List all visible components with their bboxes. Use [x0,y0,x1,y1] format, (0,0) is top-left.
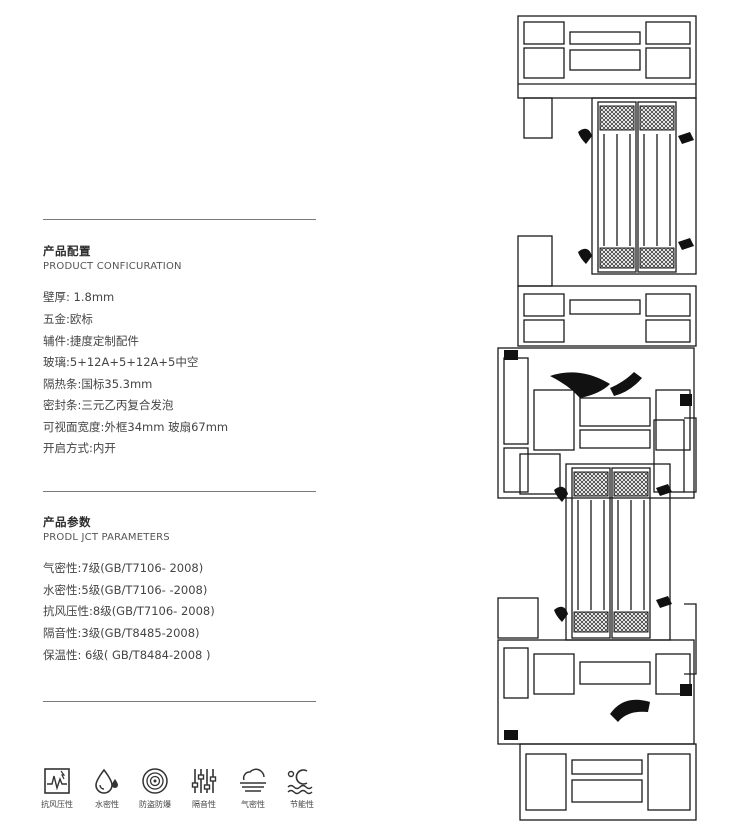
feature-label: 防盗防爆 [139,800,171,809]
feature-energy-saving: 节能性 [278,767,326,810]
config-title: 产品配置 [43,244,91,258]
feature-label: 水密性 [95,800,119,809]
param-thermal-insulation: 保温性: 6级( GB/T8484-2008 ) [43,648,211,662]
params-subtitle: PRODL JCT PARAMETERS [43,532,170,543]
feature-air-tightness: 气密性 [229,767,277,810]
sound-insulation-icon [191,769,217,793]
feature-label: 节能性 [290,800,314,809]
spec-seal-strip: 密封条:三元乙丙复合发泡 [43,398,174,412]
divider-middle [43,491,316,492]
feature-anti-theft: 防盗防爆 [131,767,179,810]
wind-pressure-icon [44,768,70,794]
spec-thermal-strip: 隔热条:国标35.3mm [43,377,153,391]
param-water-tightness: 水密性:5级(GB/T7106- -2008) [43,583,208,597]
spec-visible-width: 可视面宽度:外框34mm 玻扇67mm [43,420,229,434]
spec-opening-mode: 开启方式:内开 [43,441,116,455]
energy-saving-icon [287,769,313,795]
feature-label: 气密性 [241,800,265,809]
divider-bottom [43,701,316,702]
param-sound-insulation: 隔音性:3级(GB/T8485-2008) [43,626,200,640]
param-air-tightness: 气密性:7级(GB/T7106- 2008) [43,561,204,575]
spec-glass: 玻璃:5+12A+5+12A+5中空 [43,355,199,369]
feature-water-tightness: 水密性 [83,767,131,810]
divider-top [43,219,316,220]
spec-hardware: 五金:欧标 [43,312,93,326]
feature-label: 抗风压性 [41,800,73,809]
anti-theft-icon [142,768,168,794]
config-subtitle: PRODUCT CONFICURATION [43,261,182,272]
feature-wind-pressure: 抗风压性 [33,767,81,810]
feature-sound-insulation: 隔音性 [180,767,228,810]
spec-wall-thickness: 壁厚: 1.8mm [43,290,115,304]
params-title: 产品参数 [43,515,91,529]
airtight-icon [240,768,266,792]
water-drop-icon [95,768,118,794]
param-wind-pressure: 抗风压性:8级(GB/T7106- 2008) [43,604,215,618]
window-profile-cross-section [497,15,697,821]
feature-label: 隔音性 [192,800,216,809]
spec-accessories: 辅件:捷度定制配件 [43,334,139,348]
